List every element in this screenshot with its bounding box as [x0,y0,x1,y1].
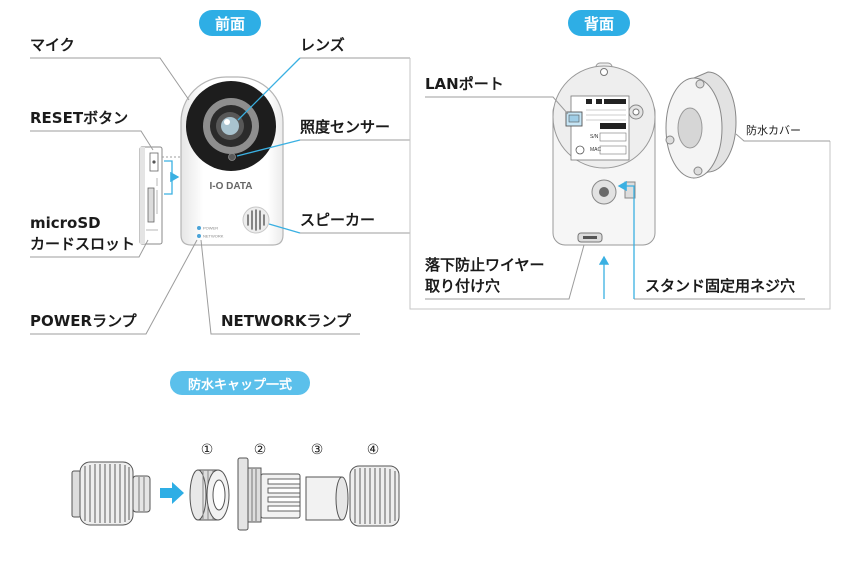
mic-leader [30,57,190,101]
wire-leader [425,244,585,300]
reset-leader [30,130,154,151]
power-lamp-text: POWER [203,226,218,231]
pointer-lines [236,57,635,299]
front-badge: 前面 [199,10,261,36]
light-sensor-label: 照度センサー [300,118,391,136]
sticker-sn-text: S/N [590,134,599,140]
back-frame [409,58,831,310]
sticker-mac-text: MAC [590,147,602,153]
network-lamp [197,234,201,238]
cap-part-1 [189,469,230,521]
power-lamp [197,226,201,230]
network-lamp-leader [200,239,360,335]
speaker-grille [242,206,270,234]
reset-button-area [149,152,159,172]
back-badge: 背面 [568,10,630,36]
cap-part-4 [349,465,400,527]
wire-hole-label-line2: 取り付け穴 [425,277,501,295]
waterproof-cover-label: 防水カバー [746,124,801,137]
lens [186,81,276,171]
cap-set-badge: 防水キャップ一式 [170,371,310,395]
cap-part-numbers: ① ② ③ ④ [201,442,380,458]
waterproof-cover [665,71,737,179]
wire-hole-label-line1: 落下防止ワイヤー [425,256,545,274]
light-sensor-pointer [236,139,301,157]
stand-screw-pointer [617,180,635,299]
assembly-arrow [160,482,184,504]
power-lamp-label: POWERランプ [30,312,137,330]
part-number-1: ① [201,442,214,458]
brand-logo: I-O DATA [210,181,253,192]
rating-sticker: S/N MAC [570,95,630,161]
lan-leader [425,96,569,115]
microsd-label-line1: microSD [30,214,101,232]
camera-side-view [139,146,163,245]
lens-pointer [237,57,301,121]
light-sensor [228,153,236,161]
microsd-slot [147,187,155,223]
cap-part-3 [305,476,349,521]
network-lamp-label: NETWORKランプ [221,312,352,330]
lens-label: レンズ [300,36,345,54]
speaker-pointer [268,223,301,234]
part-number-2: ② [254,442,267,458]
cap-assembled [71,461,151,526]
reset-button-label: RESETボタン [30,109,129,127]
mic-label: マイク [30,36,75,54]
lan-port-label: LANポート [425,75,504,93]
part-number-4: ④ [367,442,380,458]
camera-front: I-O DATA POWER NETWORK [180,76,284,246]
camera-back: S/N MAC [552,62,656,246]
cap-part-2 [237,457,301,531]
cover-leader [735,133,830,142]
part-number-3: ③ [311,442,324,458]
microsd-leader [30,239,149,258]
power-lamp-leader [30,239,198,335]
side-bracket-arrow [164,160,180,195]
speaker-label: スピーカー [300,211,376,229]
stand-screw-label: スタンド固定用ネジ穴 [645,277,796,295]
microsd-label-line2: カードスロット [30,235,136,253]
network-lamp-text: NETWORK [203,234,224,239]
leader-lines [30,57,831,335]
